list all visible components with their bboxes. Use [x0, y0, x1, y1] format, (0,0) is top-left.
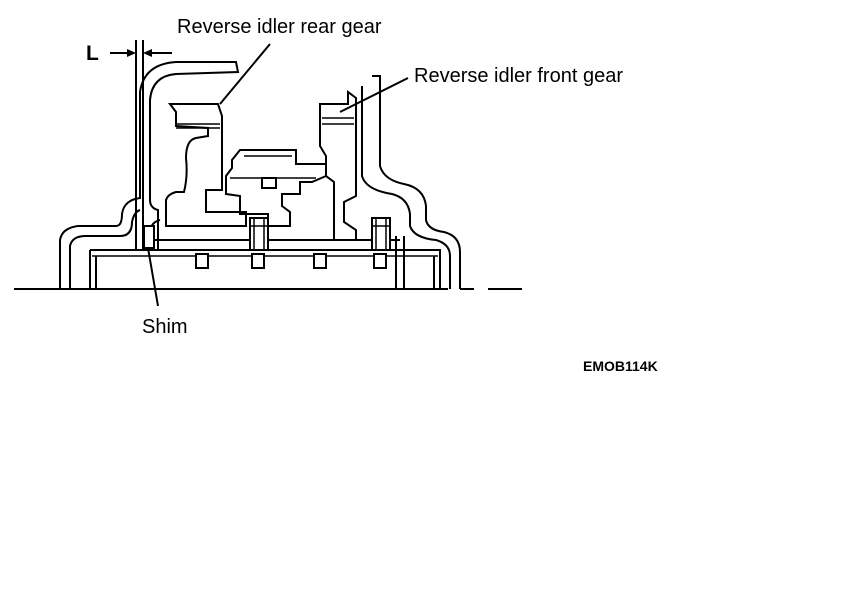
- leader-rear-gear: [219, 43, 271, 105]
- arrowhead-right: [143, 49, 152, 57]
- base-slot-4: [373, 253, 387, 269]
- reverse-idler-front-gear-label: Reverse idler front gear: [414, 65, 623, 87]
- leader-shim: [147, 247, 159, 307]
- reverse-idler-rear-gear: [165, 103, 247, 227]
- hub-key: [261, 177, 277, 189]
- base-slot-1: [195, 253, 209, 269]
- shim-label: Shim: [142, 316, 188, 338]
- dimension-l-label: L: [86, 42, 99, 65]
- reverse-idler-rear-gear-label: Reverse idler rear gear: [177, 16, 382, 38]
- reverse-idler-front-gear: [319, 90, 357, 241]
- outer-housing-right-inner: [361, 86, 451, 289]
- arrowhead-left: [127, 49, 136, 57]
- figure-code: EMOB114K: [583, 358, 658, 374]
- outer-housing-left: [59, 61, 240, 289]
- bolt-right: [371, 217, 391, 251]
- bolt-left: [249, 217, 269, 251]
- carrier-web: [148, 219, 400, 250]
- outer-housing-right: [372, 75, 461, 289]
- shim: [143, 225, 155, 249]
- base-slot-3: [313, 253, 327, 269]
- base-slot-2: [251, 253, 265, 269]
- outer-housing-left-inner: [69, 209, 141, 289]
- base-plate: [89, 249, 441, 289]
- leader-front-gear: [339, 77, 409, 113]
